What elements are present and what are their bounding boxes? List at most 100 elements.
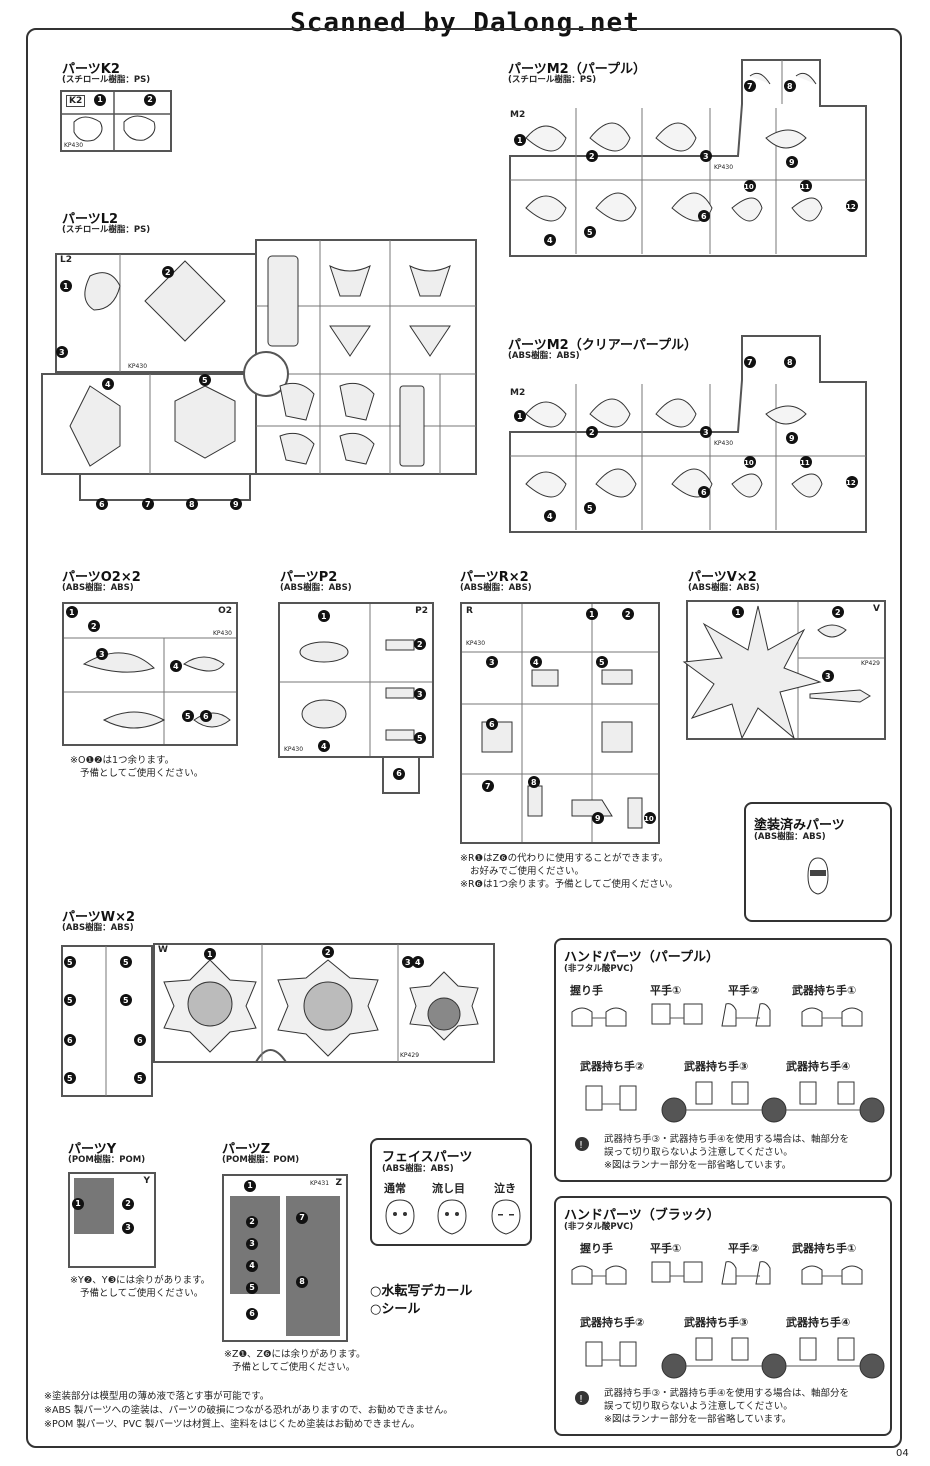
y-title: パーツY [68,1142,117,1157]
svg-text:5: 5 [137,1074,143,1083]
svg-text:3: 3 [417,690,423,699]
part-number: 6 [393,768,405,780]
m2-purple-material: (スチロール樹脂：PS) [508,75,597,85]
k2-runner: K2 1 2 KP430 [60,90,172,152]
svg-text:7: 7 [145,500,151,509]
y-tag: Y [143,1176,150,1186]
p2-title: パーツP2 [280,570,338,585]
svg-text:1: 1 [517,412,523,421]
hand-label: 武器持ち手① [792,1242,857,1255]
svg-text:5: 5 [123,958,129,967]
svg-text:2: 2 [165,268,171,277]
face-label-sidelong: 流し目 [432,1182,465,1195]
runner-code: KP430 [64,142,84,149]
svg-text:6: 6 [203,712,209,721]
svg-text:10: 10 [644,815,654,823]
m2-clear-material: (ABS樹脂：ABS) [508,351,580,361]
svg-text:6: 6 [137,1036,143,1045]
hand-label: 平手① [650,1242,682,1255]
svg-text:6: 6 [99,500,105,509]
o2-tag: O2 [218,606,232,616]
z-material: (POM樹脂：POM) [222,1155,300,1165]
hand-label: 握り手 [580,1242,613,1255]
svg-text:!: ! [579,1140,583,1151]
svg-text:2: 2 [325,948,331,957]
svg-text:3: 3 [489,658,495,667]
svg-text:6: 6 [701,488,707,497]
part-number: 2 [246,1216,258,1228]
svg-text:1: 1 [589,610,595,619]
y-runner: Y 1 2 3 [68,1172,156,1268]
hands-black-row1-drawing [571,1261,863,1285]
svg-text:7: 7 [485,782,491,791]
svg-text:2: 2 [835,608,841,617]
part-number: 1 [244,1180,256,1192]
part-number: 1 [94,94,106,106]
svg-text:12: 12 [846,203,856,211]
svg-text:2: 2 [589,428,595,437]
v-runner: V KP429 1 2 3 [682,600,886,740]
hand-label: 平手② [728,1242,760,1255]
v-parts-drawing: 1 2 3 [682,602,884,740]
hands-black-material: (非フタル酸PVC) [564,1222,634,1232]
svg-text:10: 10 [744,459,754,467]
svg-text:3: 3 [99,650,105,659]
p2-material: (ABS樹脂：ABS) [280,583,352,593]
svg-text:11: 11 [800,183,810,191]
z-runner: Z KP431 1 2 3 4 5 6 7 8 [222,1174,348,1342]
hands-black-box: ハンドパーツ（ブラック） (非フタル酸PVC) 握り手 平手① 平手② 武器持ち… [554,1196,892,1436]
face-parts-material: (ABS樹脂：ABS) [382,1164,454,1174]
footer-note: ※塗装部分は模型用の薄め液で落とす事が可能です。 [44,1391,270,1402]
svg-text:7: 7 [747,358,753,367]
hands-purple-warning-1: 武器持ち手③・武器持ち手④を使用する場合は、軸部分を [604,1134,850,1145]
svg-text:8: 8 [189,500,195,509]
svg-text:4: 4 [547,236,553,245]
painted-parts-box: 塗装済みパーツ (ABS樹脂：ABS) [744,802,892,922]
y-note-1: ※Y❷、Y❸には余りがあります。 [70,1275,211,1286]
part-number: 2 [144,94,156,106]
painted-face-part [807,857,829,895]
decal-item: ○水転写デカール [370,1284,473,1299]
runner-code: KP430 [284,746,304,753]
z-grey-block-right [286,1196,340,1336]
painted-parts-material: (ABS樹脂：ABS) [754,832,826,842]
part-number: 8 [296,1276,308,1288]
svg-text:10: 10 [744,183,754,191]
p2-runner: P2 KP430 1 2 3 4 5 [278,602,434,758]
l2-title: パーツL2 [62,212,119,227]
face-parts-drawing [385,1199,521,1235]
w-title: パーツW×2 [62,910,136,925]
svg-text:9: 9 [789,158,795,167]
svg-text:9: 9 [595,814,601,823]
runner-code: KP431 [310,1180,330,1187]
svg-text:5: 5 [67,1074,73,1083]
svg-text:1: 1 [69,608,75,617]
hand-label: 握り手 [570,984,603,997]
v-tag: V [873,604,880,614]
svg-text:4: 4 [321,742,327,751]
svg-text:2: 2 [417,640,423,649]
svg-text:11: 11 [800,459,810,467]
svg-text:7: 7 [747,82,753,91]
l2-runner: 1 2 3 4 5 6 7 8 9 [41,239,477,510]
p2-part-6-box [382,756,420,794]
o2-note-1: ※O❶❷は1つ余ります。 [70,755,175,766]
k2-tag: K2 [66,95,86,107]
svg-text:9: 9 [789,434,795,443]
svg-text:5: 5 [587,228,593,237]
k2-material: (スチロール樹脂：PS) [62,75,151,85]
svg-text:5: 5 [202,376,208,385]
z-note-2: 予備としてご使用ください。 [232,1362,356,1373]
hands-purple-material: (非フタル酸PVC) [564,964,634,974]
part-number: 4 [246,1260,258,1272]
hand-label: 武器持ち手③ [684,1060,749,1073]
page-number: 04 [896,1448,909,1459]
footer-note: ※ABS 製パーツへの塗装は、パーツの破損につながる恐れがありますので、お勧めで… [44,1405,453,1416]
svg-text:4: 4 [547,512,553,521]
runner-code: KP429 [400,1052,420,1059]
svg-text:!: ! [579,1394,583,1405]
svg-text:3: 3 [59,348,65,357]
svg-text:2: 2 [625,610,631,619]
r-note-3: ※R❻は1つ余ります。予備としてご使用ください。 [460,879,678,890]
svg-text:4: 4 [415,958,421,967]
